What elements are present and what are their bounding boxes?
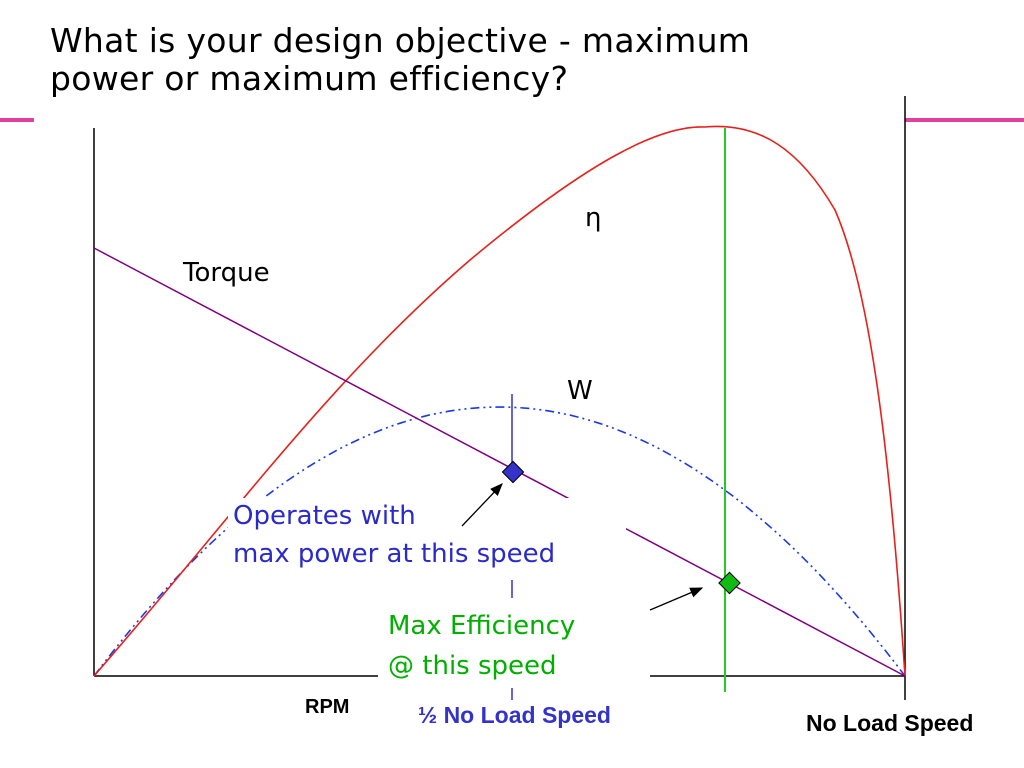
- max-efficiency-callout: Max Efficiency @ this speed: [388, 606, 575, 686]
- no-load-speed-label: No Load Speed: [806, 710, 974, 736]
- max-efficiency-diamond-icon: [718, 571, 741, 595]
- power-label: W: [567, 376, 593, 406]
- max-power-callout-line-1: Operates with: [233, 501, 416, 531]
- efficiency-label: η: [585, 203, 602, 233]
- half-no-load-speed-label: ½ No Load Speed: [418, 702, 611, 728]
- max-efficiency-arrow: [649, 587, 704, 611]
- torque-line: [93, 247, 906, 677]
- rpm-axis-label: RPM: [305, 696, 350, 718]
- torque-label: Torque: [183, 258, 270, 288]
- max-power-callout-line-2: max power at this speed: [233, 539, 556, 569]
- max-efficiency-callout-line-2: @ this speed: [388, 651, 557, 681]
- max-power-callout: Operates with max power at this speed: [233, 497, 555, 573]
- callout-green-backdrop: [378, 600, 650, 688]
- max-efficiency-callout-line-1: Max Efficiency: [388, 611, 576, 641]
- efficiency-curve: [93, 125, 906, 677]
- slide-title: What is your design objective - maximum …: [50, 22, 910, 98]
- title-line-1: What is your design objective - maximum: [50, 21, 751, 60]
- max-power-diamond-icon: [501, 460, 525, 484]
- max-power-arrow: [461, 483, 503, 527]
- title-line-2: power or maximum efficiency?: [50, 59, 569, 98]
- callout-blue-backdrop: [228, 498, 626, 578]
